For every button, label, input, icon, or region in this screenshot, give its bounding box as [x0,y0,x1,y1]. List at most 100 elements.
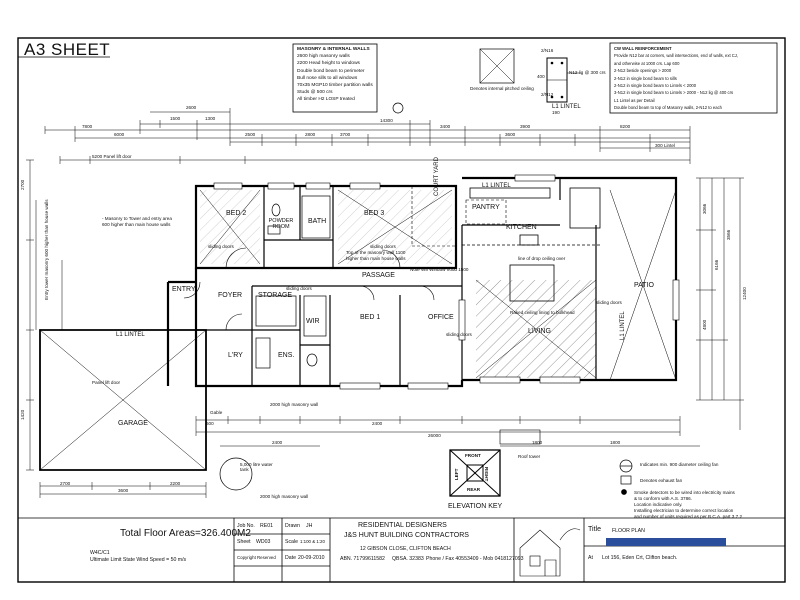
drawn-label: Drawn [285,523,300,529]
left-dimension-lines [29,160,63,470]
title-block-grid [18,517,785,582]
reinforcement-notes: CW WALL REINFORCEMENT Provide N12 bar at… [614,45,776,112]
high-wall-note-2: 2000 high masonry wall [260,494,309,499]
room-foyer: FOYER [218,292,243,299]
garage-roof-lines [39,329,207,471]
reinforcement-line: Provide N12 bar at corners, wall interse… [614,53,739,59]
lift-door-top: 5200 Panel lift door [92,154,132,159]
dim-garage-a: 2700 [60,481,71,486]
ceiling-diagonals [199,189,677,381]
dim-bottom-a: 600 [206,421,214,426]
total-floor-area: Total Floor Areas=326.400M2 [120,528,251,539]
room-court: COURT YARD [434,157,440,196]
right-dimension-lines [699,178,741,430]
dim-left-a: 2700 [20,179,25,190]
lintel-dim-width: 190 [552,110,560,115]
smoke-line: Installing electrician to determine corr… [634,508,734,513]
room-bed1: BED 1 [360,314,381,321]
drop-ceiling-note: line of drop ceiling over [518,256,566,261]
sliding-doors-2: sliding doors [370,244,396,249]
dim-top-e: 3700 [340,132,351,137]
masonry-line: Studs @ 500 crs [297,90,333,96]
water-tank-note: 5,000 litre water tank [240,462,273,472]
masonry-heading: MASONRY & INTERNAL WALLS [297,47,370,52]
company-phone: Phone / Fax 40553409 - Mob 0418127093 [426,556,524,562]
dim-right-e: 12400 [742,287,747,300]
dim-right-a: 3066 [702,203,707,214]
smoke-line: Location indicative only. [634,502,683,507]
dim-overall-top: 14300 [380,118,393,123]
smoke-line: and number of units required as per B.C.… [634,514,743,519]
company-abn: ABN. 71799611582 [340,556,385,562]
reinforcement-line: L1 Lintel as per Detail [614,97,655,103]
water-tank [219,457,253,491]
room-living: LIVING [528,328,551,335]
dim-bottom-c: 2400 [372,421,383,426]
legend-exhaust: Denotes exhaust fan [640,478,683,483]
dim-right-d: 3566 [726,229,731,240]
masonry-line: All timber H2 LOSP treated [297,97,355,103]
lintel-detail [546,57,580,103]
drawing-title: FLOOR PLAN [612,528,645,534]
reinforcement-line: 3-N12 in single bond beam to Lintels > 2… [614,90,734,96]
lintel-dim-top: 2/N16 [541,48,554,53]
job-no: RE01 [260,523,273,529]
room-wir: WIR [306,318,320,325]
room-entry: ENTRY [172,286,196,293]
entry-tower-note: Entry tower masonry 600 higher than hous… [44,199,49,300]
dim-bottom-d: 1800 [532,440,543,445]
masonry-line: Double bond beam to perimeter [297,68,365,74]
elevation-face-rear: REAR [467,487,481,492]
company-logo [519,528,581,577]
smoke-line: Smoke detectors to be wired into electri… [634,490,735,495]
room-passage: PASSAGE [362,272,395,279]
dim-left-b: 1420 [20,409,25,420]
elevation-face-right: RIGHT [484,467,489,482]
room-ens: ENS. [278,352,295,359]
site-address: Lot 156, Eden Crt, Clifton beach. [602,555,678,561]
dim-top-f: 2800 [305,132,316,137]
sheet-no: WD03 [256,539,271,545]
lintel-right: L1 LINTEL [620,311,626,340]
reinforcement-line: 2-N12 beside openings > 2000 [614,68,672,74]
sheet-label: Sheet [237,539,251,545]
title-label: Title [588,526,601,533]
at-label: At [588,555,593,561]
lintel-dim-bottom: 2/N12 [541,92,554,97]
sliding-doors-5: sliding doors [596,300,622,305]
window-hood-note: Note W8 Window hood 1500 [410,267,469,272]
room-lry: L'RY [228,352,243,359]
dim-top-a: 2600 [186,105,197,110]
masonry-tower-note: - Masonry to Tower and entry area 600 hi… [102,216,172,227]
dim-top-h: 3900 [520,124,531,129]
dim-top-j: 8200 [620,124,631,129]
door-swings [183,247,435,331]
room-powder: POWDER ROOM [268,218,294,230]
reinforcement-heading: CW WALL REINFORCEMENT [614,46,672,51]
right-dimension-ticks [696,177,744,401]
dim-right-c: 4800 [702,319,707,330]
passage-wall-note: Top of the masonry wall 1100 higher than… [346,250,406,261]
sliding-doors-1: sliding doors [208,244,234,249]
dim-right-b: 6166 [714,259,719,270]
high-wall-note-1: 2000 high masonry wall [270,402,319,407]
lintel-top: L1 LINTEL [482,183,511,189]
raked-ceiling-note: Raked ceiling lining to bulkhead [510,310,575,315]
pitched-ceiling-symbol [479,48,515,84]
room-garage: GARAGE [118,420,148,427]
reinforcement-line: 2-N12 in single bond beam to Lintels < 2… [614,83,697,89]
roof-tower-note: Roof tower [518,454,541,459]
roof-tower [499,429,541,445]
masonry-line: 2200 Head height to windows [297,61,360,67]
room-storage: STORAGE [258,292,293,299]
masonry-notes: MASONRY & INTERNAL WALLS 2600 high mason… [297,46,377,104]
scale-value: 1:100 & 1:20 [300,539,325,544]
dimension-ticks-top [44,108,691,164]
drawn-by: JH [306,523,313,529]
wind-speed: Ultimate Limit State Wind Speed = 50 m/s [90,557,187,563]
dim-bottom-e: 1800 [610,440,621,445]
dim-overall-bottom: 26000 [428,433,441,438]
room-patio: PATIO [634,282,654,289]
date-label: Date [285,555,296,561]
